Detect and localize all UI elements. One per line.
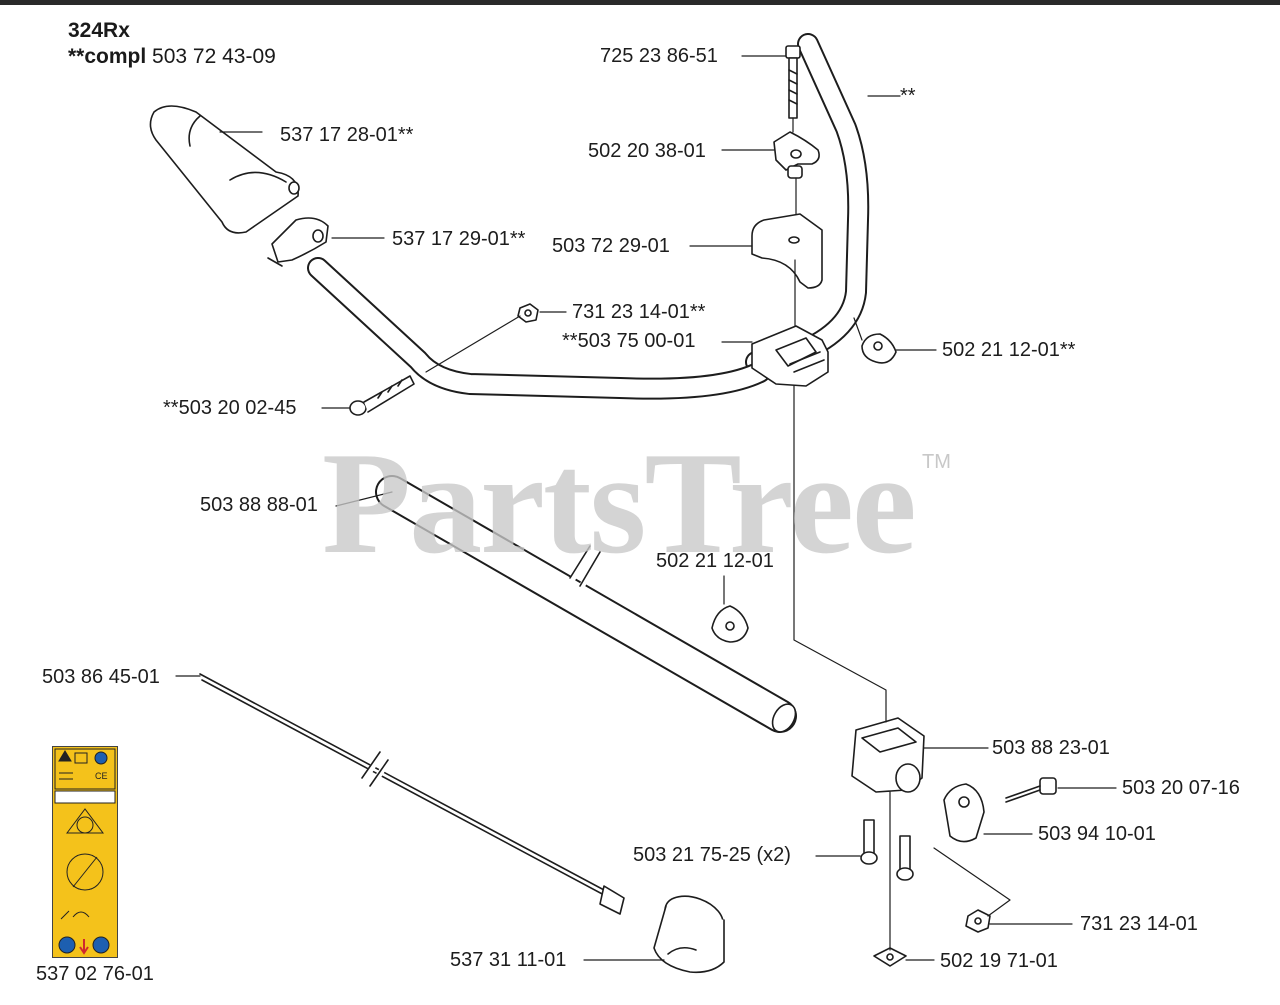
label-screw-left[interactable]: **503 20 02-45 (163, 397, 297, 419)
model-title: 324Rx (68, 19, 130, 42)
warning-decal[interactable]: CE (52, 746, 118, 958)
compl-key: **compl (68, 45, 147, 68)
throttle-housing-part[interactable] (267, 217, 329, 267)
top-border (0, 0, 1280, 5)
lower-nut-part[interactable] (965, 909, 991, 933)
label-cable-clip-lower[interactable]: 502 21 12-01 (656, 550, 774, 572)
label-decal[interactable]: 537 02 76-01 (36, 963, 154, 985)
shaft-tube-part[interactable] (375, 475, 800, 736)
label-handle-tube[interactable]: ** (900, 85, 916, 107)
label-wing-nut[interactable]: 502 20 38-01 (588, 140, 706, 162)
label-bearing-housing[interactable]: 537 31 11-01 (450, 949, 567, 971)
leader-lines (175, 55, 1117, 961)
bearing-housing-part[interactable] (653, 889, 728, 974)
label-nut-small[interactable]: 731 23 14-01** (572, 301, 706, 323)
label-shaft-tube[interactable]: 503 88 88-01 (200, 494, 318, 516)
clamp-assembly-part[interactable] (751, 325, 829, 387)
label-screw-pair[interactable]: 503 21 75-25 (x2) (633, 844, 791, 866)
watermark-text: PartsTree (322, 422, 917, 584)
wing-nut-part[interactable] (773, 131, 820, 179)
label-upper-clamp[interactable]: 503 72 29-01 (552, 235, 670, 257)
watermark-tm: TM (922, 451, 951, 473)
top-bolt-part[interactable] (785, 45, 801, 119)
right-screw-part[interactable] (1005, 777, 1057, 803)
drive-shaft-part[interactable] (199, 673, 625, 915)
label-throttle-housing[interactable]: 537 17 29-01** (392, 228, 526, 250)
lower-clamp-part[interactable] (851, 717, 925, 793)
label-bracket[interactable]: 503 94 10-01 (1038, 823, 1156, 845)
left-screw-part[interactable] (349, 375, 415, 416)
cable-clip-lower-part[interactable] (711, 605, 749, 643)
bracket-part[interactable] (943, 783, 985, 843)
upper-clamp-part[interactable] (751, 213, 823, 289)
screw-pair-part[interactable] (860, 819, 914, 881)
label-screw-right[interactable]: 503 20 07-16 (1122, 777, 1240, 799)
label-grip[interactable]: 537 17 28-01** (280, 124, 414, 146)
label-drive-shaft[interactable]: 503 86 45-01 (42, 666, 160, 688)
label-cable-clip-upper[interactable]: 502 21 12-01** (942, 339, 1076, 361)
small-nut-part[interactable] (517, 303, 539, 323)
compl-line: **compl 503 72 43-09 (68, 44, 276, 70)
cable-clip-upper-part[interactable] (861, 333, 897, 364)
label-bolt-top[interactable]: 725 23 86-51 (600, 45, 718, 67)
label-square-nut[interactable]: 502 19 71-01 (940, 950, 1058, 972)
grip-part[interactable] (149, 105, 300, 234)
title-block: 324Rx **compl 503 72 43-09 (68, 18, 276, 70)
svg-text:CE: CE (95, 771, 108, 781)
label-clamp-assembly[interactable]: **503 75 00-01 (562, 330, 696, 352)
label-lower-clamp[interactable]: 503 88 23-01 (992, 737, 1110, 759)
decal-graphics: CE (54, 748, 116, 955)
square-nut-part[interactable] (873, 947, 907, 967)
compl-number: 503 72 43-09 (152, 45, 276, 68)
label-nut-lower[interactable]: 731 23 14-01 (1080, 913, 1198, 935)
